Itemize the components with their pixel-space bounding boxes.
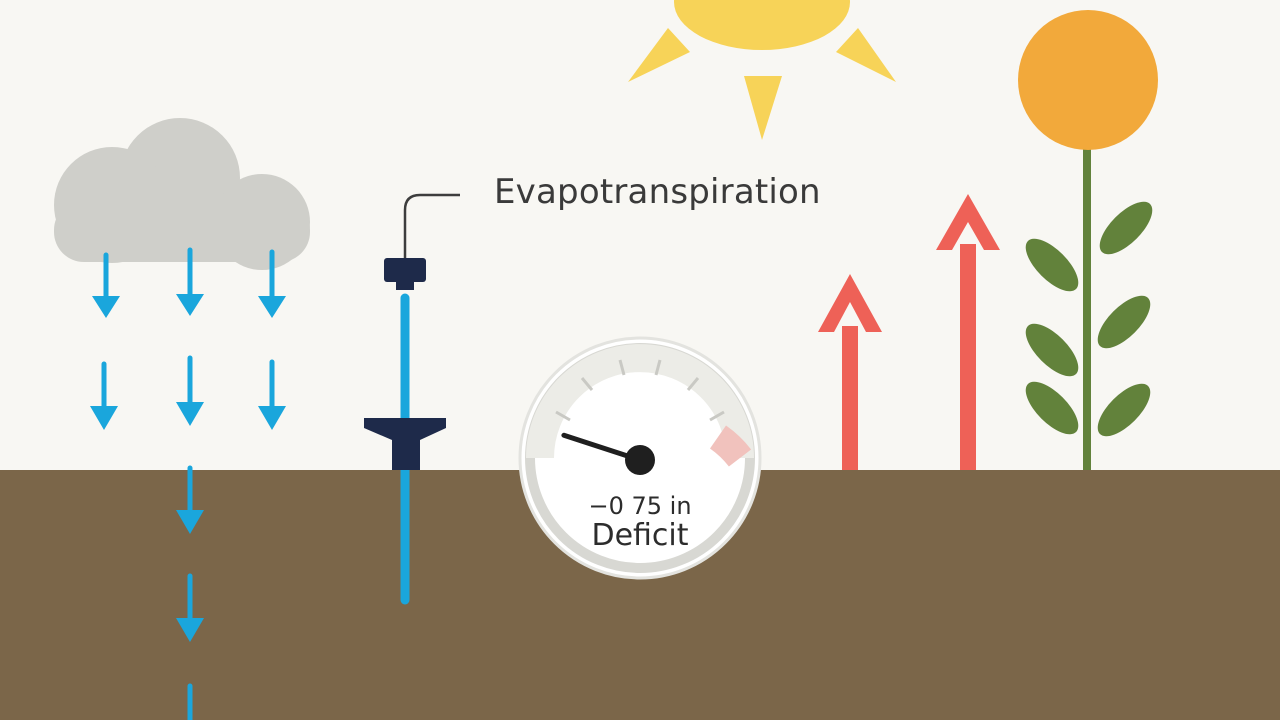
cloud-icon [54,118,310,270]
gauge-icon [518,336,762,580]
gauge-status: Deficit [591,518,689,553]
rain-arrow-icon [176,573,204,642]
evaporation-arrow-icon [936,194,1000,470]
rain-arrow-icon [176,465,204,534]
rain-arrow-icon [90,361,118,430]
soil-moisture-sensor-icon [364,193,460,605]
plant-icon [1018,10,1158,470]
rain-arrow-icon [176,355,204,426]
rain-arrow-icon [258,249,286,318]
sun-icon [628,0,896,140]
evaporation-arrow-icon [818,274,882,470]
gauge-value: −0 75 in [588,492,692,520]
rain-arrow-icon [258,359,286,430]
rain-arrows [90,247,286,720]
evapotranspiration-label: Evapotranspiration [494,172,821,212]
rain-arrow-icon [92,252,120,318]
rain-arrow-icon [176,247,204,316]
evaporation-arrows [818,194,1000,470]
